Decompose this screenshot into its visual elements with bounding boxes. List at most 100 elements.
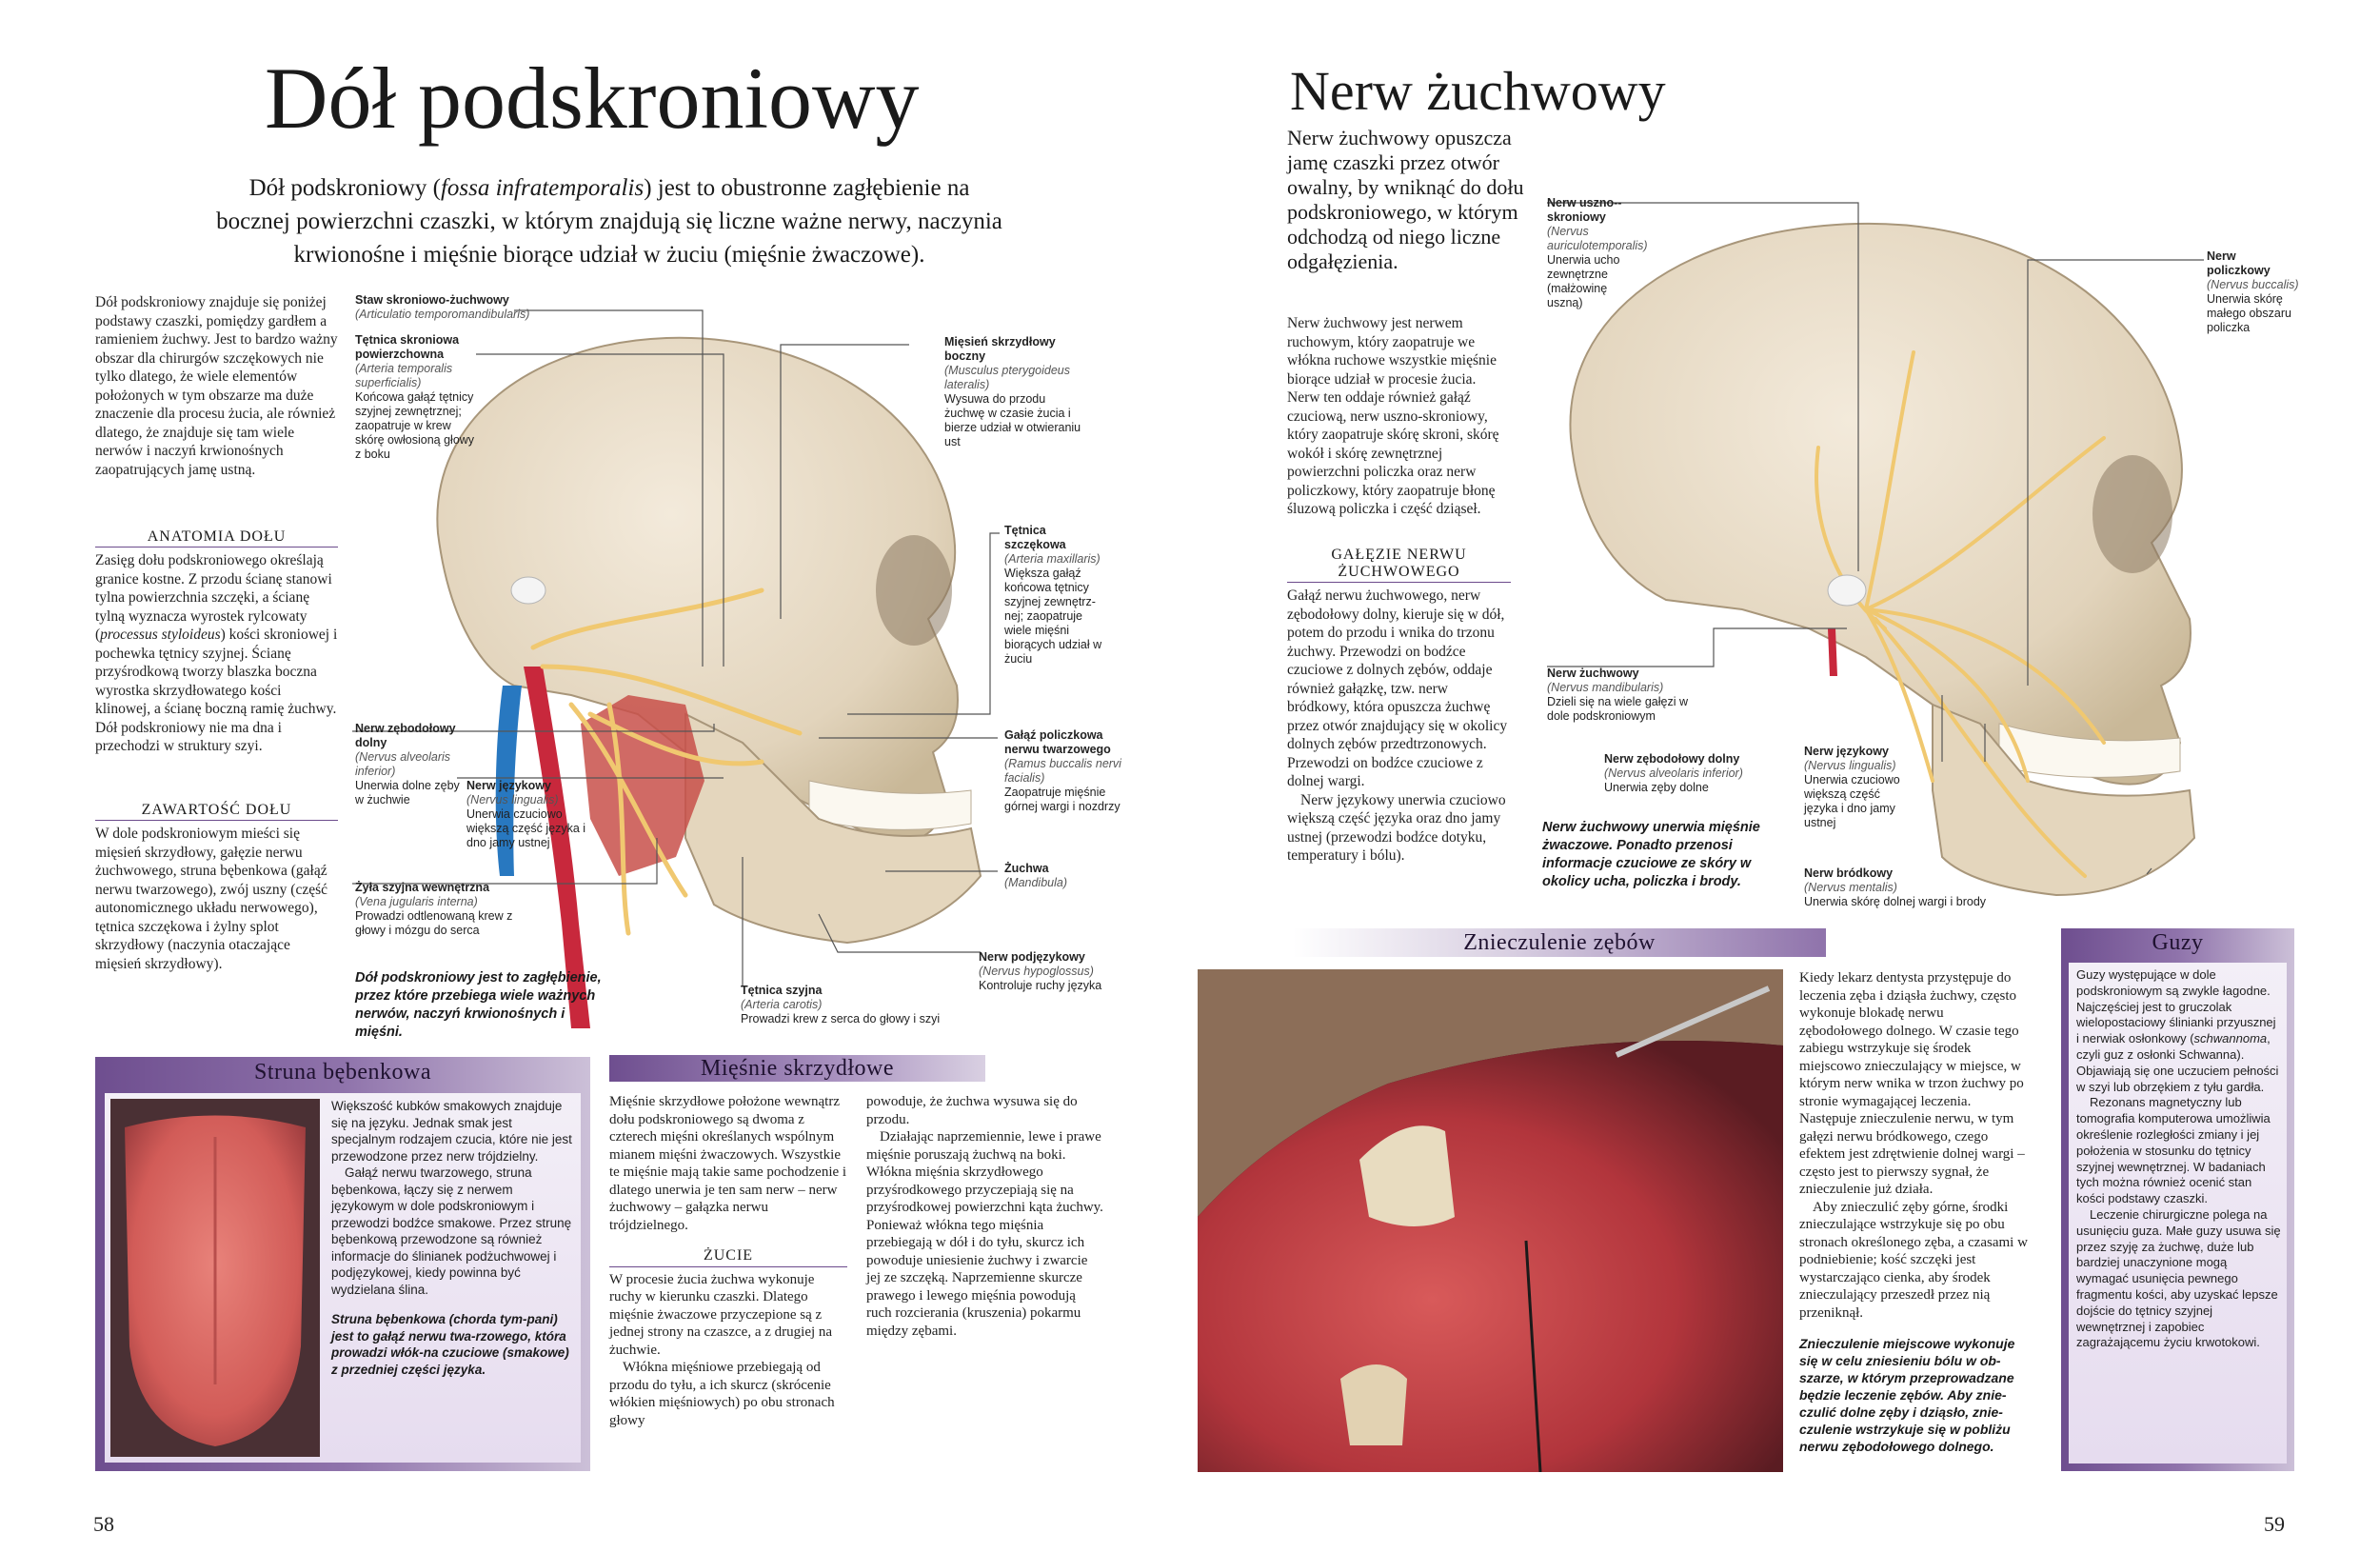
label-maxillary-latin: (Arteria maxillaris) xyxy=(1004,552,1101,566)
label-jugular-desc: Prowadzi odtlenowaną krew z głowy i mózg… xyxy=(355,909,513,937)
label-maxillary: Tętnica szczękowa (Arteria maxillaris) W… xyxy=(1004,524,1109,667)
label-mandibular: Nerw żuchwowy (Nervus mandibularis) Dzie… xyxy=(1547,667,1690,724)
anatomy-section: ANATOMIA DOŁU Zasięg dołu podskroniowego… xyxy=(95,528,338,756)
anesthesia-caption: Znieczulenie miejscowe wykonuje się w ce… xyxy=(1799,1336,2015,1454)
label-lingual-right: Nerw językowy (Nervus lingualis) Unerwia… xyxy=(1804,745,1909,830)
page-title-left: Dół podskroniowy xyxy=(265,50,920,147)
label-auriculo-name: Nerw uszno--skroniowy xyxy=(1547,196,1622,224)
teeth-upper xyxy=(808,780,972,830)
label-buccal-branch-name: Gałąź policzkowa nerwu twarzowego xyxy=(1004,728,1111,756)
nerves-right xyxy=(1815,350,2106,878)
pterygoid-heading: Mięśnie skrzydłowe xyxy=(701,1056,894,1081)
label-lingual-right-latin: (Nervus lingualis) xyxy=(1804,759,1896,772)
label-artery-temporal: Tętnica skroniowa powierzchowna (Arteria… xyxy=(355,333,479,462)
label-maxillary-name: Tętnica szczękowa xyxy=(1004,524,1066,551)
tumors-box: Guzy Guzy występujące w dole podskroniow… xyxy=(2061,928,2294,1471)
label-alveolar-left-desc: Unerwia dolne zęby w żuchwie xyxy=(355,779,460,806)
chorda-heading: Struna bębenkowa xyxy=(254,1060,431,1085)
branches-section: GAŁĘZIE NERWU ŻUCHWOWEGO Gałąź nerwu żuc… xyxy=(1287,547,1511,866)
label-auriculo-desc: Unerwia ucho zewnętrzne (małżowinę uszną… xyxy=(1547,253,1620,309)
label-auriculo-latin: (Nervus auriculotemporalis) xyxy=(1547,225,1648,252)
intro-left: Dół podskroniowy znajduje się poniżej po… xyxy=(95,293,338,479)
tumors-text: Guzy występujące w dole podskroniowym są… xyxy=(2076,967,2281,1351)
branches-para1: Gałąź nerwu żuchwowego, nerw zębodołowy … xyxy=(1287,587,1508,789)
label-alveolar-right-latin: (Nervus alveolaris inferior) xyxy=(1604,767,1743,780)
label-buccal-right-latin: (Nervus buccalis) xyxy=(2207,278,2299,291)
label-mandible: Żuchwa (Mandibula) xyxy=(1004,862,1119,890)
anatomy-text2: ) kości skroniowej i pochewka tętnicy sz… xyxy=(95,627,338,754)
label-carotid-latin: (Arteria carotis) xyxy=(741,998,823,1011)
pterygoid-col2-para2: Działając naprzemiennie, lewe i prawe mi… xyxy=(866,1129,1103,1339)
tumors-inner: Guzy występujące w dole podskroniowym są… xyxy=(2069,963,2287,1463)
label-jugular-name: Żyła szyjna wewnętrzna xyxy=(355,881,490,894)
pterygoid-col1: Mięśnie skrzydłowe położone wewnątrz doł… xyxy=(609,1093,847,1429)
page-title-right: Nerw żuchwowy xyxy=(1290,60,1666,122)
tumors-para2: Rezonans magnetyczny lub tomografia komp… xyxy=(2076,1095,2271,1206)
orbit-right xyxy=(2092,455,2172,573)
chorda-text: Większość kubków smakowych znajduje się … xyxy=(331,1098,574,1378)
label-lingual-left-latin: (Nervus lingualis) xyxy=(466,793,559,806)
lead-left-latin: fossa infratemporalis xyxy=(440,175,645,201)
label-pterygoid: Mięsień skrzydłowy boczny (Musculus pter… xyxy=(944,335,1087,449)
contents-heading: ZAWARTOŚĆ DOŁU xyxy=(95,802,338,821)
tongue-photo xyxy=(110,1099,320,1457)
skull-illustration-right xyxy=(1569,222,2196,897)
pterygoid-col1-text: Mięśnie skrzydłowe położone wewnątrz doł… xyxy=(609,1094,847,1233)
label-pterygoid-name: Mięsień skrzydłowy boczny xyxy=(944,335,1056,363)
label-mandible-name: Żuchwa xyxy=(1004,862,1049,875)
anesthesia-para2: Aby znieczulić zęby górne, środki zniecz… xyxy=(1799,1199,2028,1321)
label-auriculo: Nerw uszno--skroniowy (Nervus auriculote… xyxy=(1547,196,1648,310)
pterygoid-col2-para1: powoduje, że żuchwa wysuwa się do przodu… xyxy=(866,1094,1078,1127)
label-alveolar-left-latin: (Nervus alveolaris inferior) xyxy=(355,750,451,778)
label-pterygoid-latin: (Musculus pterygoideus lateralis) xyxy=(944,364,1071,391)
label-hypoglossal: Nerw podjęzykowy (Nervus hypoglossus) Ko… xyxy=(979,950,1102,993)
skull-illustration-left xyxy=(436,336,982,1028)
tumors-para3: Leczenie chirurgiczne polega na usunięci… xyxy=(2076,1206,2281,1350)
caption-left: Dół podskroniowy jest to zagłębienie, pr… xyxy=(355,970,602,1040)
label-joint-latin: (Articulatio temporomandibularis) xyxy=(355,308,530,321)
label-jugular-latin: (Vena jugularis interna) xyxy=(355,895,478,908)
tumors-latin: schwannoma xyxy=(2193,1031,2268,1046)
label-lingual-left-name: Nerw językowy xyxy=(466,779,551,792)
intro-left-text: Dół podskroniowy znajduje się poniżej po… xyxy=(95,294,338,478)
muscle-mass xyxy=(581,695,704,876)
chorda-caption: Struna bębenkowa (chorda tym-pani) jest … xyxy=(331,1312,569,1377)
teeth-upper-right xyxy=(1998,723,2181,778)
label-mandibular-desc: Dzieli się na wiele gałęzi w dole podskr… xyxy=(1547,695,1688,723)
caption-right: Nerw żuchwowy unerwia mięśnie żwaczowe. … xyxy=(1542,820,1760,889)
branches-heading: GAŁĘZIE NERWU ŻUCHWOWEGO xyxy=(1287,547,1511,583)
tmj-disc xyxy=(510,576,546,605)
label-hypoglossal-name: Nerw podjęzykowy xyxy=(979,950,1085,964)
label-artery-temporal-desc: Końcowa gałąź tętnicy szyjnej zewnętrzne… xyxy=(355,390,475,461)
contents-text: W dole podskroniowym mieści się mięsień … xyxy=(95,826,328,972)
body-right-text: Nerw żuchwowy jest nerwem ruchowym, któr… xyxy=(1287,315,1499,517)
anesthesia-heading-band: Znieczulenie zębów xyxy=(1293,928,1826,957)
tmj-disc-right xyxy=(1827,574,1867,607)
tumors-text1: Guzy występujące w dole podskroniowym są… xyxy=(2076,967,2276,1046)
label-mental: Nerw bródkowy (Nervus mentalis) Unerwia … xyxy=(1804,866,2023,909)
label-mandible-latin: (Mandibula) xyxy=(1004,876,1068,889)
mandible-shape xyxy=(684,712,982,945)
label-mental-latin: (Nervus mentalis) xyxy=(1804,881,1897,894)
anesthesia-para1: Kiedy lekarz dentysta przystępuje do lec… xyxy=(1799,970,2025,1197)
label-buccal-branch-desc: Zaopatruje mięśnie górnej wargi i nozdrz… xyxy=(1004,786,1121,813)
label-jugular: Żyła szyjna wewnętrzna (Vena jugularis i… xyxy=(355,881,536,938)
pterygoid-heading-band: Mięśnie skrzydłowe xyxy=(609,1055,985,1082)
body-right: Nerw żuchwowy jest nerwem ruchowym, któr… xyxy=(1287,314,1511,519)
page-number-right: 59 xyxy=(2264,1512,2285,1536)
label-pterygoid-desc: Wysuwa do przodu żuchwę w czasie żucia i… xyxy=(944,392,1081,448)
contents-section: ZAWARTOŚĆ DOŁU W dole podskroniowym mieś… xyxy=(95,802,338,973)
label-artery-temporal-latin: (Arteria temporalis superficialis) xyxy=(355,362,453,389)
chorda-para2: Gałąź nerwu twarzowego, struna bębenkowa… xyxy=(331,1165,572,1297)
label-maxillary-desc: Większa gałąź końcowa tętnicy szyjnej ze… xyxy=(1004,567,1102,666)
leader-lines-right xyxy=(1547,202,2204,875)
lead-right: Nerw żuchwowy opuszcza jamę czaszki prze… xyxy=(1287,126,1524,273)
label-joint: Staw skroniowo-żuchwowy (Articulatio tem… xyxy=(355,293,603,322)
anesthesia-heading: Znieczulenie zębów xyxy=(1463,930,1656,955)
pterygoid-col2: powoduje, że żuchwa wysuwa się do przodu… xyxy=(866,1093,1104,1340)
label-buccal-right-name: Nerw policzkowy xyxy=(2207,249,2271,277)
label-buccal-right: Nerw policzkowy (Nervus buccalis) Unerwi… xyxy=(2207,249,2302,335)
label-alveolar-left-name: Nerw zębodołowy dolny xyxy=(355,722,456,749)
tumors-heading: Guzy xyxy=(2152,930,2204,955)
label-carotid: Tętnica szyjna (Arteria carotis) Prowadz… xyxy=(741,984,988,1026)
